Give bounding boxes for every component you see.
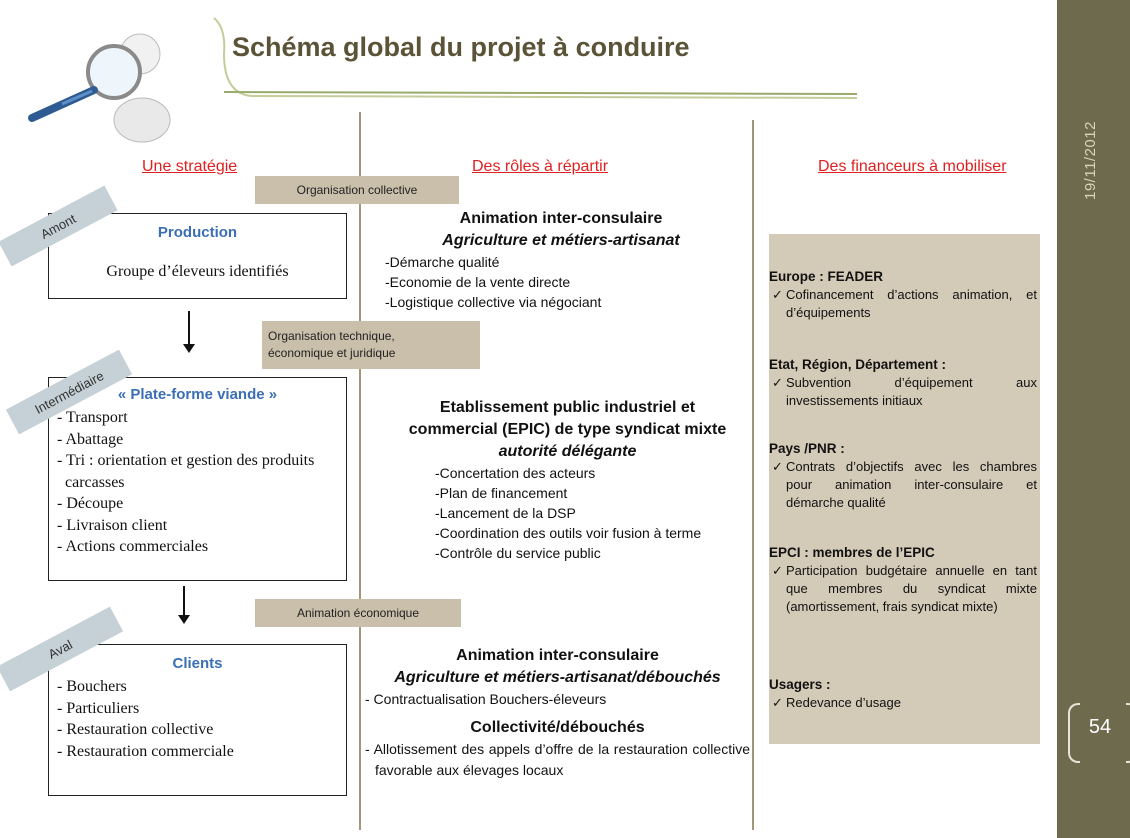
page-title: Schéma global du projet à conduire bbox=[232, 32, 690, 62]
production-box: Production Groupe d’éleveurs identifiés bbox=[48, 213, 347, 299]
column-heading-strategy: Une stratégie bbox=[142, 158, 238, 175]
platform-box: « Plate-forme viande » - Transport - Aba… bbox=[48, 377, 347, 581]
tag-technical-organisation: Organisation technique, économique et jur… bbox=[262, 321, 480, 369]
funder-europe: Europe : FEADER ✓Cofinancement d’actions… bbox=[769, 268, 1037, 322]
list-item: -Logistique collective via négociant bbox=[385, 294, 602, 310]
role-subheading: Agriculture et métiers-artisanat bbox=[442, 232, 680, 249]
page-number-bracket bbox=[1068, 703, 1130, 763]
funder-item: ✓Contrats d’objectifs avec les chambres … bbox=[769, 458, 1037, 512]
list-item: - Actions commerciales bbox=[57, 538, 209, 555]
list-item: - Transport bbox=[57, 409, 128, 426]
role-block-epic: Etablissement public industriel et comme… bbox=[385, 397, 750, 563]
list-item: -Economie de la vente directe bbox=[385, 274, 571, 290]
magnifier-figure-icon bbox=[28, 33, 171, 143]
funders-panel: Europe : FEADER ✓Cofinancement d’actions… bbox=[769, 234, 1040, 744]
clients-box: Clients - Bouchers - Particuliers - Rest… bbox=[48, 644, 347, 796]
list-item: - Restauration collective bbox=[57, 721, 214, 738]
down-arrow-icon bbox=[183, 311, 195, 353]
funder-users: Usagers : ✓Redevance d’usage bbox=[769, 676, 1037, 712]
funder-item-text: Cofinancement d’actions animation, et d’… bbox=[786, 287, 1037, 320]
sidebar bbox=[1057, 0, 1130, 838]
column-heading-roles: Des rôles à répartir bbox=[472, 158, 609, 175]
list-item: -Démarche qualité bbox=[385, 254, 500, 270]
funder-item: ✓Subvention d’équipement aux investissem… bbox=[769, 374, 1037, 410]
role-heading: Collectivité/débouchés bbox=[470, 719, 645, 736]
role-subheading: Agriculture et métiers-artisanat/débouch… bbox=[394, 669, 721, 686]
funder-item: ✓Cofinancement d’actions animation, et d… bbox=[769, 286, 1037, 322]
list-item: -Lancement de la DSP bbox=[435, 505, 576, 521]
funder-heading: Etat, Région, Département : bbox=[769, 357, 947, 372]
funder-heading: EPCI : membres de l’EPIC bbox=[769, 545, 935, 560]
list-item: -Contrôle du service public bbox=[435, 545, 601, 561]
box-body: Groupe d’éleveurs identifiés bbox=[106, 263, 289, 280]
funder-heading: Usagers : bbox=[769, 677, 831, 692]
list-item: - Restauration commerciale bbox=[57, 742, 234, 760]
list-item: - Bouchers bbox=[57, 678, 127, 695]
box-title: « Plate-forme viande » bbox=[117, 386, 278, 403]
list-item: - Tri : orientation et gestion des produ… bbox=[57, 452, 315, 491]
funder-item: ✓Redevance d’usage bbox=[769, 694, 1037, 712]
check-icon: ✓ bbox=[772, 459, 783, 474]
list-item: - Contractualisation Bouchers-éleveurs bbox=[365, 691, 607, 707]
tag-line: Organisation technique, bbox=[268, 329, 395, 343]
funder-item-text: Subvention d’équipement aux investisseme… bbox=[786, 375, 1037, 408]
funder-item-text: Participation budgétaire annuelle en tan… bbox=[786, 563, 1037, 614]
tag-collective-organisation: Organisation collective bbox=[255, 176, 459, 204]
funder-heading: Pays /PNR : bbox=[769, 441, 845, 456]
title-decoration bbox=[213, 17, 858, 99]
page-number: 54 bbox=[1088, 716, 1112, 738]
list-item: -Plan de financement bbox=[435, 485, 568, 501]
role-heading: Etablissement public industriel et bbox=[439, 399, 696, 416]
slide-date: 19/11/2012 bbox=[1082, 121, 1099, 200]
check-icon: ✓ bbox=[772, 563, 783, 578]
funder-item: ✓Participation budgétaire annuelle en ta… bbox=[769, 562, 1037, 616]
list-item: - Allotissement des appels d’offre de la… bbox=[365, 741, 750, 778]
check-icon: ✓ bbox=[772, 375, 783, 390]
role-heading: Animation inter-consulaire bbox=[459, 210, 663, 227]
funder-epci: EPCI : membres de l’EPIC ✓Participation … bbox=[769, 544, 1037, 616]
list-item: - Particuliers bbox=[57, 699, 140, 717]
list-item: - Livraison client bbox=[57, 516, 168, 534]
funder-item-text: Redevance d’usage bbox=[786, 695, 901, 710]
check-icon: ✓ bbox=[772, 287, 783, 302]
tag-economic-animation: Animation économique bbox=[255, 599, 461, 627]
role-block-animation: Animation inter-consulaire Agriculture e… bbox=[385, 208, 737, 312]
funder-state: Etat, Région, Département : ✓Subvention … bbox=[769, 356, 1037, 410]
column-divider bbox=[752, 120, 754, 830]
list-item: - Abattage bbox=[57, 430, 124, 448]
funder-pays: Pays /PNR : ✓Contrats d’objectifs avec l… bbox=[769, 440, 1037, 512]
role-block-outlets: Animation inter-consulaire Agriculture e… bbox=[365, 645, 750, 781]
role-subheading: autorité délégante bbox=[498, 443, 637, 460]
list-item: -Concertation des acteurs bbox=[435, 465, 596, 481]
role-heading: commercial (EPIC) de type syndicat mixte bbox=[408, 421, 727, 438]
column-divider bbox=[359, 112, 361, 830]
role-heading: Animation inter-consulaire bbox=[456, 647, 659, 664]
box-title: Production bbox=[157, 224, 238, 241]
funder-heading: Europe : FEADER bbox=[769, 269, 884, 284]
tag-line: économique et juridique bbox=[268, 346, 396, 360]
check-icon: ✓ bbox=[772, 695, 783, 710]
down-arrow-icon bbox=[178, 586, 190, 624]
list-item: - Découpe bbox=[57, 495, 124, 512]
list-item: -Coordination des outils voir fusion à t… bbox=[435, 525, 702, 541]
box-title: Clients bbox=[172, 655, 223, 672]
funder-item-text: Contrats d’objectifs avec les chambres p… bbox=[786, 459, 1037, 510]
column-heading-funders: Des financeurs à mobiliser bbox=[818, 158, 1007, 175]
